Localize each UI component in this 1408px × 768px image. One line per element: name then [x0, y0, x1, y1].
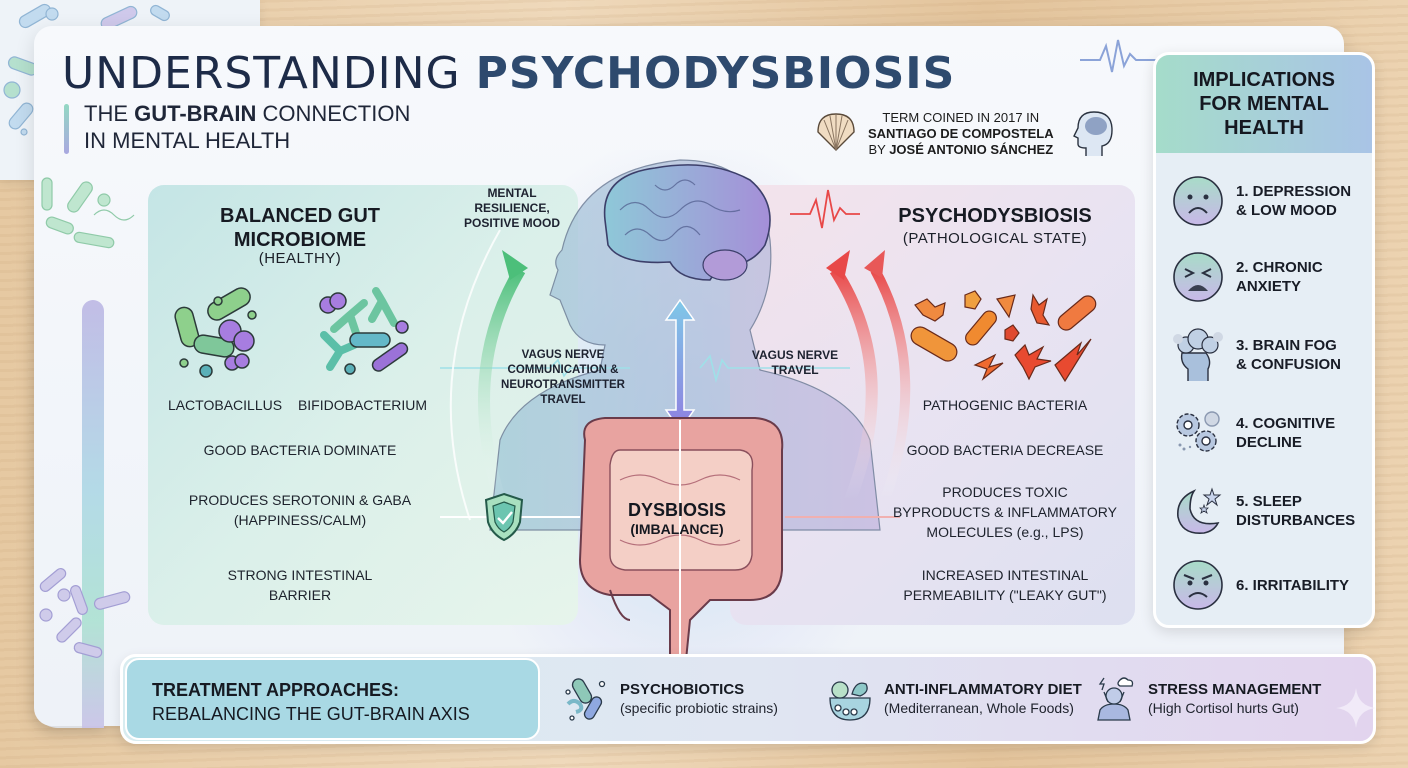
treatment-item-psychobiotics: PSYCHOBIOTICS (specific probiotic strain…	[562, 674, 778, 722]
pathogenic-bacteria-label: PATHOGENIC BACTERIA	[922, 397, 1088, 413]
patho-point-3: INCREASED INTESTINAL PERMEABILITY ("LEAK…	[903, 567, 1107, 603]
decorative-gradient-bar	[82, 300, 104, 728]
sparkle-icon	[1336, 688, 1376, 728]
bifidobacterium-label: BIFIDOBACTERIUM	[297, 397, 428, 413]
stressed-person-icon	[1097, 677, 1134, 721]
healthy-point-1: GOOD BACTERIA DOMINATE	[203, 442, 397, 458]
page-subtitle: THE GUT-BRAIN CONNECTION IN MENTAL HEALT…	[84, 101, 411, 153]
healthy-point-2: PRODUCES SEROTONIN & GABA (HAPPINESS/CAL…	[188, 492, 412, 528]
lactobacillus-icon	[174, 287, 257, 378]
heartbeat-wave-icon	[1080, 39, 1160, 73]
implication-item: 6. IRRITABILITY	[1170, 555, 1370, 615]
healthy-panel-title: BALANCED GUT MICROBIOME	[220, 205, 380, 251]
patho-panel-title: PSYCHODYSBIOSIS	[898, 205, 1092, 227]
healthy-panel-subtitle: (HEALTHY)	[258, 250, 342, 267]
vagus-nerve-right-label: VAGUS NERVE TRAVEL	[751, 348, 839, 377]
cloudy-head-icon	[1173, 328, 1223, 381]
anxious-face-icon	[1173, 252, 1223, 302]
mental-resilience-label: MENTAL RESILIENCE, POSITIVE MOOD	[463, 186, 560, 230]
patho-panel-subtitle: (PATHOLOGICAL STATE)	[902, 230, 1088, 247]
pathogenic-bacteria-icon	[910, 290, 1097, 383]
angry-face-icon	[1173, 560, 1223, 610]
bifidobacterium-icon	[319, 287, 409, 375]
head-brain-icon	[1073, 111, 1113, 156]
vagus-nerve-left-label: VAGUS NERVE COMMUNICATION & NEUROTRANSMI…	[501, 349, 625, 406]
shield-check-icon	[484, 492, 524, 542]
page-title: UNDERSTANDING PSYCHODYSBIOSIS	[62, 48, 956, 99]
patho-point-1: GOOD BACTERIA DECREASE	[906, 442, 1104, 458]
term-origin-note: TERM COINED IN 2017 IN SANTIAGO DE COMPO…	[868, 110, 1054, 157]
subtitle-accent-bar	[64, 104, 69, 154]
decorative-bacteria-icon	[41, 177, 135, 249]
treatment-item-diet: ANTI-INFLAMMATORY DIET (Mediterranean, W…	[826, 674, 1082, 722]
implication-item: 3. BRAIN FOG& CONFUSION	[1170, 325, 1370, 385]
treatment-title: TREATMENT APPROACHES: REBALANCING THE GU…	[152, 680, 470, 724]
patho-point-2: PRODUCES TOXIC BYPRODUCTS & INFLAMMATORY…	[892, 484, 1118, 540]
implications-panel: IMPLICATIONS FOR MENTAL HEALTH 1. DEPRES…	[1153, 52, 1375, 628]
moon-stars-icon	[1177, 487, 1222, 534]
food-bowl-icon	[829, 681, 871, 721]
bacteria-pattern-icon	[3, 3, 170, 136]
implication-item: 1. DEPRESSION& LOW MOOD	[1170, 171, 1370, 231]
treatment-item-stress: STRESS MANAGEMENT (High Cortisol hurts G…	[1090, 674, 1321, 722]
probiotic-bacteria-icon	[565, 678, 606, 721]
sad-face-icon	[1173, 176, 1223, 226]
gut-brain-illustration	[440, 159, 911, 670]
healthy-point-3: STRONG INTESTINAL BARRIER	[227, 567, 373, 603]
implications-title: IMPLICATIONS FOR MENTAL HEALTH	[1156, 55, 1372, 153]
gears-icon	[1176, 411, 1220, 452]
dysbiosis-label: DYSBIOSIS (IMBALANCE)	[627, 500, 727, 537]
treatment-header-box	[125, 658, 540, 740]
lactobacillus-label: LACTOBACILLUS	[167, 397, 283, 413]
scallop-shell-icon	[817, 113, 855, 151]
decorative-bacteria-icon	[39, 567, 131, 658]
